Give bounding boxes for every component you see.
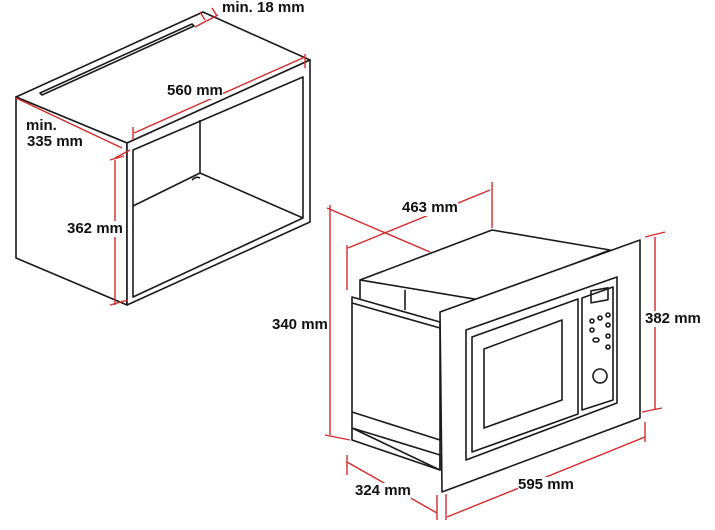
control-buttons [589, 312, 611, 350]
label-382mm: 382 mm [645, 310, 701, 327]
microwave-window [483, 319, 563, 429]
control-panel [581, 286, 614, 411]
cabinet-drawing [15, 11, 311, 306]
label-335mm: 335 mm [27, 133, 83, 150]
cabinet-vent-slot [39, 23, 195, 96]
control-knob [592, 368, 608, 384]
label-595mm: 595 mm [518, 476, 574, 493]
microwave-drawing [351, 229, 641, 493]
label-min: min. [26, 117, 57, 134]
microwave-door-recess [465, 276, 618, 461]
cabinet-front [126, 59, 311, 306]
display [590, 286, 609, 304]
label-362mm: 362 mm [67, 220, 123, 237]
microwave-door [471, 298, 579, 453]
label-340mm: 340 mm [272, 316, 328, 333]
label-min-18mm: min. 18 mm [222, 0, 305, 16]
label-463mm: 463 mm [402, 199, 458, 216]
cabinet-dimension-lines [15, 7, 306, 306]
microwave-front-frame [439, 239, 641, 493]
label-560mm: 560 mm [167, 82, 223, 99]
label-324mm: 324 mm [355, 482, 411, 499]
